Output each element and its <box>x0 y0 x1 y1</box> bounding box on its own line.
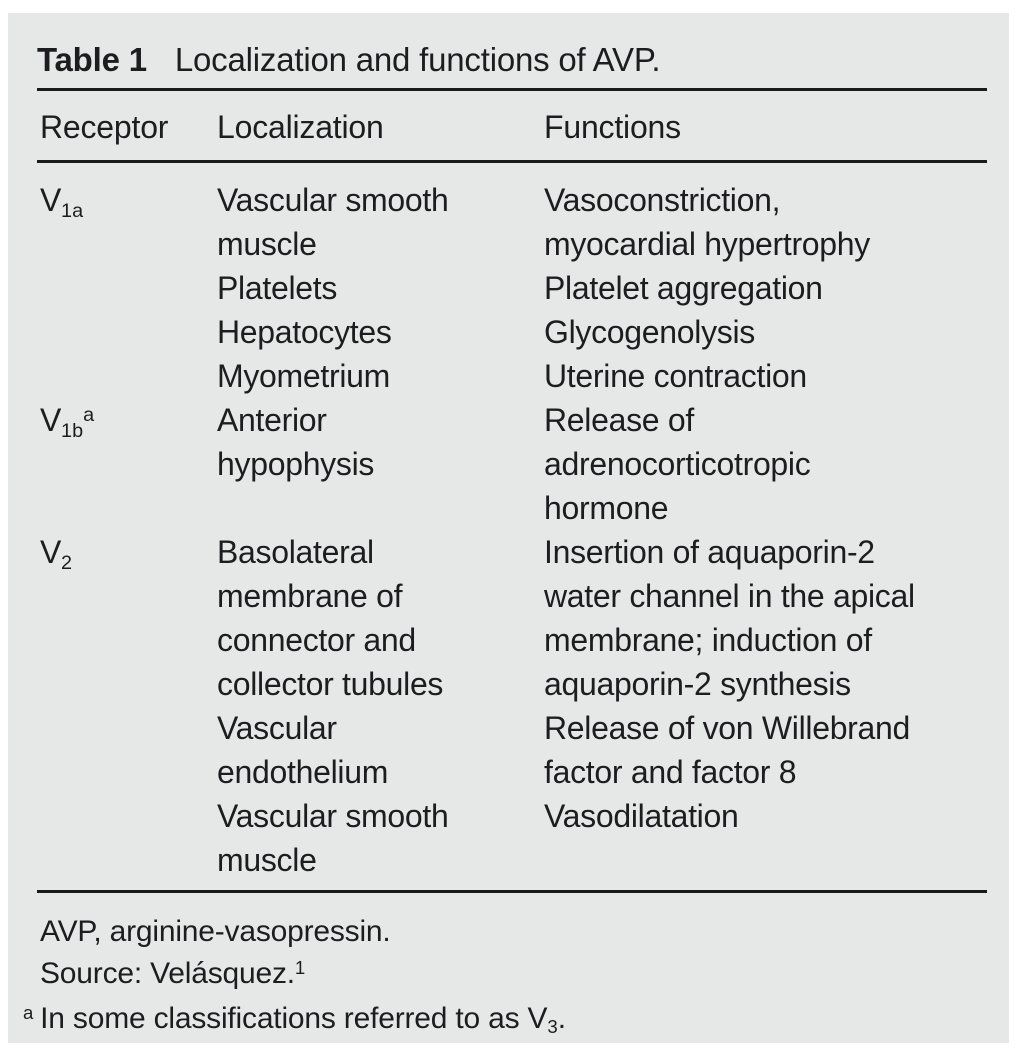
table-row-v1a: V1a Vascular smooth muscle Platelets Hep… <box>37 178 987 398</box>
table-content: Table 1 Localization and functions of AVP… <box>23 40 987 1043</box>
localization-cell: Anterior hypophysis <box>217 402 375 482</box>
top-rule <box>37 88 987 91</box>
table-panel: Table 1 Localization and functions of AVP… <box>8 13 1009 1043</box>
table-number-label: Table 1 <box>37 41 147 78</box>
column-header-receptor: Receptor <box>40 109 169 145</box>
receptor-subscript: 2 <box>61 551 73 574</box>
table-row-v1b: V1ba Anterior hypophysis Release of adre… <box>37 398 987 530</box>
column-header-functions: Functions <box>544 109 681 145</box>
abbreviation-note: AVP, arginine-vasopressin. <box>40 915 391 948</box>
source-reference-superscript: 1 <box>294 956 306 978</box>
footnote-marker: a <box>23 1001 34 1023</box>
table-caption: Table 1 Localization and functions of AVP… <box>37 40 987 80</box>
receptor-subscript: 1b <box>61 419 84 442</box>
receptor-symbol: V <box>40 534 62 570</box>
functions-cell: Vasoconstriction, myocardial hypertrophy… <box>544 182 870 394</box>
receptor-superscript: a <box>83 404 95 427</box>
table-body: V1a Vascular smooth muscle Platelets Hep… <box>37 178 987 882</box>
footnote-a: a In some classifications referred to as … <box>23 998 987 1043</box>
functions-cell: Insertion of aquaporin-2 water channel i… <box>544 534 915 834</box>
receptor-cell: V2 <box>37 530 214 882</box>
localization-cell: Vascular smooth muscle Platelets Hepatoc… <box>217 182 449 394</box>
receptor-symbol: V <box>40 402 62 438</box>
localization-cell: Basolateral membrane of connector and co… <box>217 534 449 878</box>
source-note: Source: Velásquez.1 <box>37 953 987 998</box>
receptor-cell: V1ba <box>37 398 214 530</box>
receptor-cell: V1a <box>37 178 214 398</box>
receptor-subscript: 1a <box>61 199 84 222</box>
table-title: Localization and functions of AVP. <box>174 41 661 78</box>
header-rule <box>37 160 987 163</box>
source-text: Source: Velásquez. <box>40 957 295 990</box>
footnote-period: . <box>557 1002 566 1035</box>
footnote-text: In some classifications referred to as V <box>40 1002 548 1035</box>
receptor-symbol: V <box>40 182 62 218</box>
table-footer: AVP, arginine-vasopressin. Source: Velás… <box>23 911 987 1043</box>
functions-cell: Release of adrenocorticotropic hormone <box>544 402 811 526</box>
footnote-subscript: 3 <box>547 1016 558 1038</box>
bottom-rule <box>37 890 987 893</box>
table-header-row: Receptor Localization Functions <box>37 105 987 150</box>
table-row-v2: V2 Basolateral membrane of connector and… <box>37 530 987 882</box>
column-header-localization: Localization <box>217 109 384 145</box>
